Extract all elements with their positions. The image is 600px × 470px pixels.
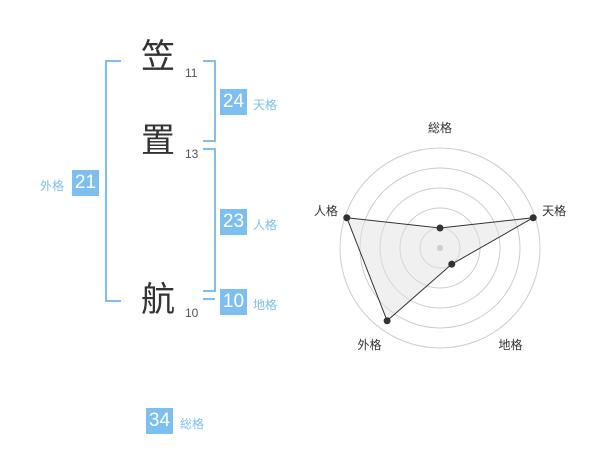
radar-axis-label-5: 人格 bbox=[314, 203, 338, 218]
radar-axis-label-1: 総格 bbox=[428, 120, 452, 135]
radar-point-1 bbox=[436, 224, 444, 232]
radar-axis-label-2: 天格 bbox=[542, 203, 566, 218]
stroke-count-1: 11 bbox=[185, 66, 198, 80]
chikaku-bracket bbox=[203, 298, 215, 300]
gaikaku-bracket bbox=[105, 60, 121, 302]
gaikaku-value: 21 bbox=[72, 170, 99, 196]
name-char-3: 航 bbox=[141, 280, 175, 320]
chikaku-label: 地格 bbox=[253, 298, 278, 312]
radar-axis-label-4: 外格 bbox=[357, 337, 381, 352]
name-char-1: 笠 bbox=[141, 37, 175, 77]
radar-grid-ring bbox=[339, 147, 541, 349]
radar-point-4 bbox=[383, 317, 391, 325]
stroke-count-3: 10 bbox=[185, 306, 199, 320]
name-char-2: 置 bbox=[141, 121, 175, 161]
jinkaku-label: 人格 bbox=[253, 218, 278, 232]
radar-point-5 bbox=[343, 214, 351, 222]
jinkaku-value: 23 bbox=[220, 209, 247, 235]
jinkaku-bracket bbox=[203, 148, 216, 292]
tenkaku-label: 天格 bbox=[253, 98, 278, 112]
soukaku-value: 34 bbox=[146, 408, 173, 434]
radar-point-2 bbox=[529, 214, 537, 222]
radar-value-polygon bbox=[346, 217, 534, 322]
radar-center-dot bbox=[437, 245, 443, 251]
radar-axis-label-3: 地格 bbox=[499, 337, 523, 352]
tenkaku-value: 24 bbox=[220, 89, 247, 115]
chikaku-value: 10 bbox=[220, 289, 247, 315]
stroke-count-2: 13 bbox=[185, 147, 199, 161]
tenkaku-bracket bbox=[203, 60, 216, 142]
gaikaku-label: 外格 bbox=[40, 179, 65, 193]
soukaku-label: 総格 bbox=[180, 417, 205, 431]
radar-point-3 bbox=[448, 260, 456, 268]
